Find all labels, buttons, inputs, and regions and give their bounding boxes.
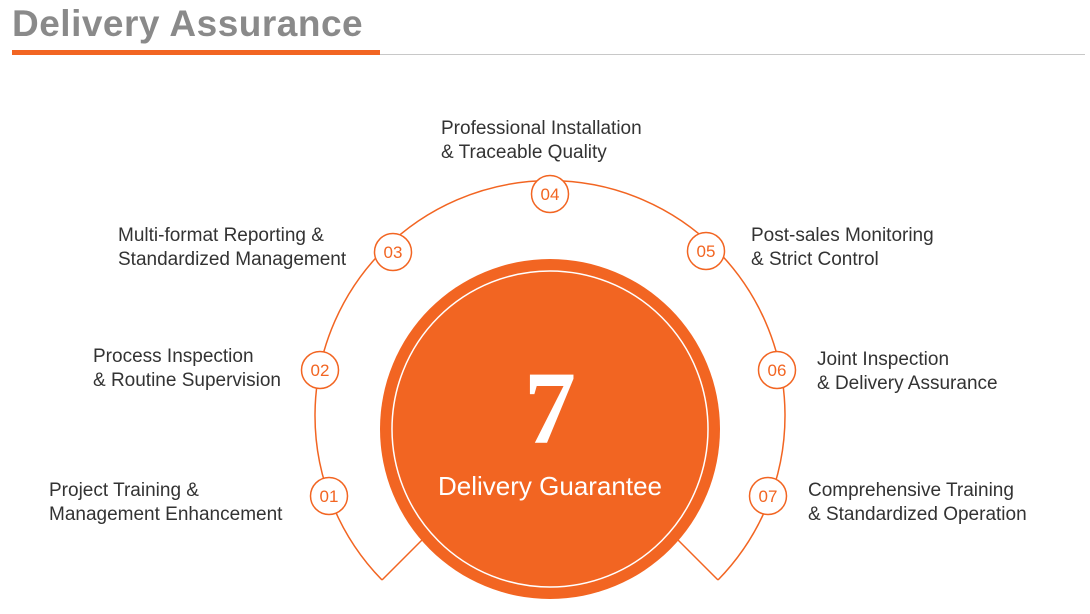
arc-connector-right (677, 539, 719, 581)
step-badge-06: 06 (757, 350, 797, 390)
step-badge-05: 05 (686, 231, 726, 271)
step-number: 06 (768, 361, 787, 380)
step-label-line: Joint Inspection (817, 349, 950, 370)
step-label-line: Multi-format Reporting & (118, 225, 324, 246)
step-badge-07: 07 (748, 476, 788, 516)
step-label-line: & Standardized Operation (808, 504, 1027, 525)
step-label-05: Post-sales Monitoring & Strict Control (751, 224, 934, 272)
step-number: 02 (311, 361, 330, 380)
center-number: 7 (524, 351, 576, 466)
step-label-02: Process Inspection & Routine Supervision (93, 345, 281, 393)
center-circle (380, 259, 720, 599)
step-number: 01 (320, 487, 339, 506)
center-inner-ring (391, 270, 709, 588)
step-number: 05 (697, 242, 716, 261)
title-divider (12, 54, 1085, 55)
step-number: 04 (541, 185, 560, 204)
step-number: 03 (384, 243, 403, 262)
center-caption: Delivery Guarantee (438, 471, 662, 501)
step-badge-01: 01 (309, 476, 349, 516)
step-label-line: Management Enhancement (49, 504, 283, 525)
step-label-line: Project Training & (49, 480, 199, 501)
title-accent-bar (12, 50, 380, 55)
step-label-line: Comprehensive Training (808, 480, 1014, 501)
page-title: Delivery Assurance (12, 3, 364, 44)
step-label-03: Multi-format Reporting & Standardized Ma… (118, 224, 346, 272)
step-label-06: Joint Inspection & Delivery Assurance (817, 348, 998, 396)
step-label-line: & Strict Control (751, 249, 879, 270)
arc-connector-left (381, 539, 423, 581)
step-label-line: & Delivery Assurance (817, 373, 998, 394)
step-badge-03: 03 (373, 232, 413, 272)
step-label-line: Post-sales Monitoring (751, 225, 934, 246)
step-label-01: Project Training & Management Enhancemen… (49, 479, 282, 527)
step-label-line: Standardized Management (118, 249, 347, 270)
step-label-04: Professional Installation & Traceable Qu… (441, 117, 642, 165)
step-label-line: Professional Installation (441, 118, 642, 139)
step-label-line: & Routine Supervision (93, 370, 281, 391)
step-badge-04: 04 (530, 174, 570, 214)
step-label-07: Comprehensive Training & Standardized Op… (808, 479, 1027, 527)
step-number: 07 (759, 487, 778, 506)
step-label-line: Process Inspection (93, 346, 254, 367)
step-badge-02: 02 (300, 350, 340, 390)
step-label-line: & Traceable Quality (441, 142, 607, 163)
